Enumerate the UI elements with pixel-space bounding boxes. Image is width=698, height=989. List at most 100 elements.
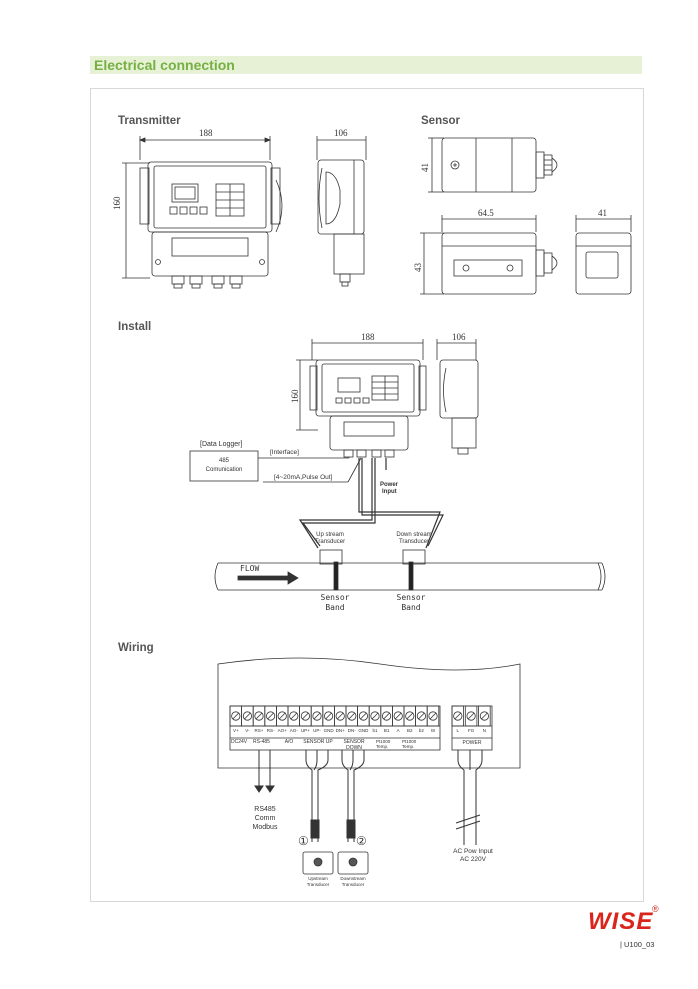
- page-code: | U100_03: [620, 940, 655, 949]
- group-pt1000-1: Pt1000: [376, 739, 391, 744]
- power-terminal-1-label: FG: [467, 728, 475, 733]
- power-terminal-0-cell: [451, 705, 465, 727]
- heading-install: Install: [118, 321, 152, 333]
- down-transducer-2: Transducer: [341, 882, 365, 887]
- terminal-11-label: GND: [358, 728, 369, 733]
- up-transducer-1: Upstream: [308, 876, 328, 881]
- group-temp-1: Temp.: [376, 744, 389, 749]
- install-height-dim: 160: [290, 389, 300, 404]
- page-title: Electrical connection: [94, 57, 235, 73]
- terminal-2-screw-icon: [254, 711, 264, 721]
- upstream-label-2: Transducer: [314, 539, 346, 545]
- registered-mark: ®: [652, 904, 659, 914]
- power-terminal-2-label: N: [482, 728, 487, 733]
- terminal-14-screw-icon: [393, 711, 403, 721]
- circle-1-label: ①: [298, 834, 309, 848]
- transducers-drawing: [302, 851, 369, 875]
- terminal-1-screw-icon: [242, 711, 252, 721]
- group-temp-2: Temp.: [402, 744, 415, 749]
- section-title-bar: Electrical connection: [90, 56, 642, 74]
- transmitter-height-dim: 160: [112, 196, 122, 211]
- ac-power-label-1: AC Pow Input: [453, 848, 493, 855]
- terminal-15-screw-icon: [405, 711, 415, 721]
- sensor-end-drawing: [575, 215, 632, 295]
- terminal-8-screw-slot: [325, 712, 332, 720]
- heading-transmitter: Transmitter: [118, 115, 181, 127]
- terminal-16-label: b2: [418, 728, 424, 733]
- terminal-8-label: GND: [323, 728, 334, 733]
- terminal-2-screw-slot: [255, 712, 263, 720]
- power-terminal-2-screw-slot: [481, 712, 488, 720]
- band1-label-2: Band: [325, 603, 345, 612]
- terminal-4-label: AO+: [277, 728, 287, 733]
- sensor-length-dim: 64.5: [478, 208, 494, 218]
- install-width-dim: 188: [361, 332, 375, 342]
- terminal-9-screw-slot: [336, 712, 344, 720]
- terminal-6-screw-slot: [302, 712, 309, 720]
- group-dc24v: DC24V: [231, 739, 248, 745]
- heading-wiring: Wiring: [118, 642, 154, 654]
- group-power: POWER: [462, 740, 482, 746]
- group-pt1000-2: Pt1000: [402, 739, 417, 744]
- logger-line2: Comunication: [205, 467, 243, 473]
- rs485-label-1: RS485: [254, 806, 276, 813]
- downstream-label-2: Transducer: [398, 539, 430, 545]
- terminal-13-screw-icon: [381, 711, 392, 721]
- terminal-12-label: b1: [372, 728, 378, 733]
- sensor-top-drawing: [428, 137, 558, 193]
- power-terminal-0-screw-icon: [453, 711, 463, 721]
- install-depth-dim: 106: [452, 332, 466, 342]
- terminal-16-screw-icon: [416, 711, 426, 721]
- band2-label-1: Sensor: [396, 593, 426, 602]
- install-transmitter-drawing: [296, 339, 479, 458]
- content-frame: [90, 88, 644, 902]
- terminal-block: [229, 705, 491, 727]
- terminal-10-screw-slot: [348, 712, 356, 720]
- terminal-0-label: V+: [232, 728, 239, 733]
- down-transducer-1: Downstream: [340, 876, 366, 881]
- sensor-top-height-dim: 41: [420, 163, 430, 172]
- group-ao: A/O: [284, 739, 294, 745]
- terminal-10-screw-icon: [347, 711, 357, 721]
- terminal-7-label: UP-: [313, 728, 321, 733]
- power-terminal-1-screw-slot: [467, 712, 475, 720]
- terminal-12-screw-slot: [371, 712, 379, 720]
- downstream-label-1: Down stream: [396, 532, 432, 538]
- terminal-0-screw-slot: [232, 712, 240, 720]
- terminal-6-label: UP+: [300, 728, 310, 733]
- up-transducer-2: Transducer: [306, 882, 330, 887]
- terminal-5-screw-icon: [289, 711, 299, 721]
- terminal-15-screw-slot: [406, 712, 414, 720]
- pipe-drawing: [214, 549, 606, 591]
- power-terminal-1-screw-icon: [466, 711, 476, 721]
- band1-label-1: Sensor: [320, 593, 350, 602]
- terminal-7-screw-icon: [312, 711, 322, 721]
- terminal-9-screw-icon: [335, 711, 345, 721]
- wiring-wires: [254, 750, 483, 845]
- terminal-13-label: B1: [383, 728, 390, 733]
- terminal-17-screw-slot: [429, 712, 437, 720]
- power-label-2: Input: [382, 489, 397, 495]
- transmitter-depth-dim: 106: [334, 128, 348, 138]
- transmitter-front-drawing: [122, 136, 283, 289]
- rs485-label-3: Modbus: [252, 824, 278, 831]
- terminal-4-screw-slot: [278, 712, 286, 720]
- logger-line1: 485: [218, 458, 229, 464]
- install-cables: [298, 458, 444, 549]
- transmitter-width-dim: 188: [199, 128, 213, 138]
- ac-power-label-2: AC 220V: [459, 856, 487, 863]
- terminal-1-label: V-: [245, 728, 250, 733]
- terminal-11-screw-icon: [358, 711, 368, 721]
- terminal-3-screw-slot: [267, 712, 274, 720]
- terminal-0-screw-icon: [231, 711, 241, 721]
- group-sensor-down: SENSOR DOWN: [343, 739, 365, 751]
- terminal-12-screw-icon: [370, 711, 380, 721]
- sensor-end-width-dim: 41: [598, 208, 607, 218]
- power-terminal-2-cell: [478, 705, 491, 727]
- terminal-9-label: DN+: [335, 728, 345, 733]
- heading-sensor: Sensor: [421, 115, 460, 127]
- upstream-label-1: Up stream: [316, 532, 344, 538]
- interface-label: [Interface]: [270, 449, 299, 456]
- group-rs485: RS-485: [253, 739, 270, 745]
- terminal-3-screw-icon: [265, 711, 276, 721]
